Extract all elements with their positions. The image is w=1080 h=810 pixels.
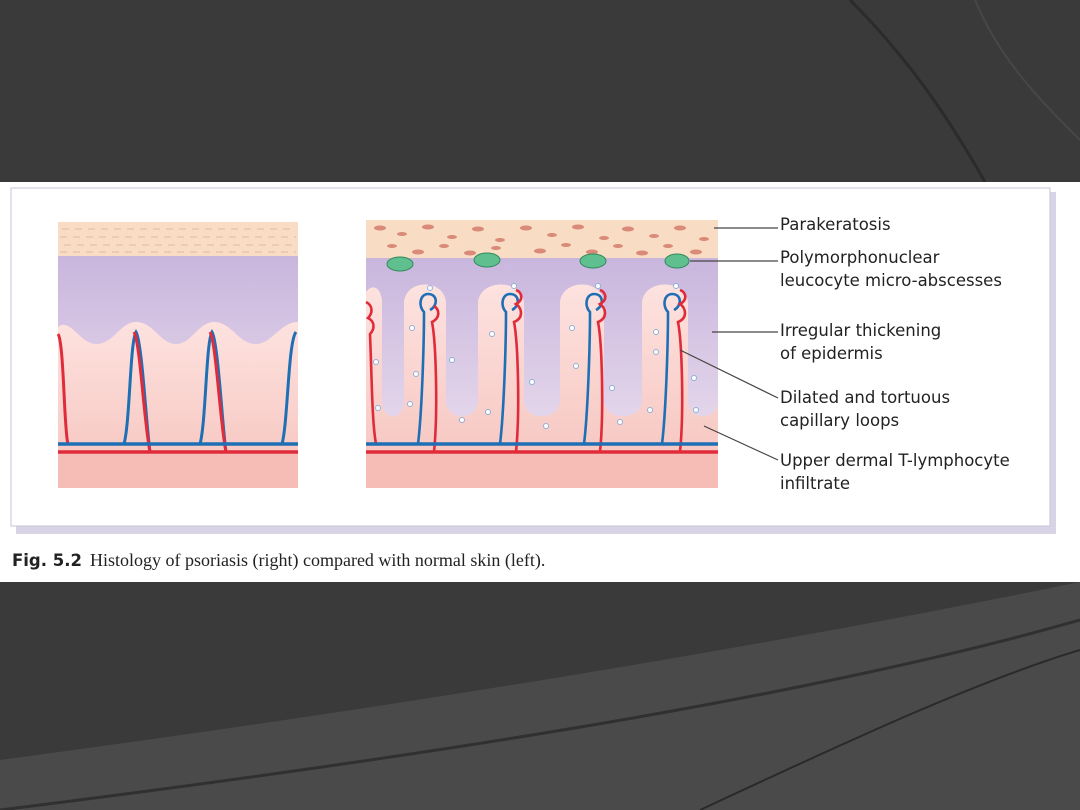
normal-deep-dermis — [58, 454, 298, 488]
normal-skin-panel — [58, 222, 298, 488]
normal-stratum-corneum — [58, 222, 298, 256]
figure-caption-text: Histology of psoriasis (right) compared … — [90, 550, 545, 570]
label-parakeratosis: Parakeratosis — [780, 215, 891, 234]
label-infiltrate-line1: Upper dermal T-lymphocyte — [780, 451, 1010, 470]
figure-panel: Parakeratosis Polymorphonuclear leucocyt… — [0, 182, 1080, 582]
label-micro-abscess-line2: leucocyte micro-abscesses — [780, 271, 1002, 290]
label-thickening-line2: of epidermis — [780, 344, 883, 363]
label-capillary-line1: Dilated and tortuous — [780, 388, 950, 407]
label-thickening-line1: Irregular thickening — [780, 321, 941, 340]
psoriasis-deep-dermis — [366, 454, 718, 488]
label-micro-abscess-line1: Polymorphonuclear — [780, 248, 940, 267]
figure-caption: Fig. 5.2 Histology of psoriasis (right) c… — [12, 550, 545, 571]
psoriasis-histology-diagram: Parakeratosis Polymorphonuclear leucocyt… — [0, 182, 1080, 582]
psoriasis-panel — [366, 220, 718, 488]
label-infiltrate-line2: infiltrate — [780, 474, 850, 493]
label-capillary-line2: capillary loops — [780, 411, 899, 430]
figure-number: Fig. 5.2 — [12, 551, 82, 570]
